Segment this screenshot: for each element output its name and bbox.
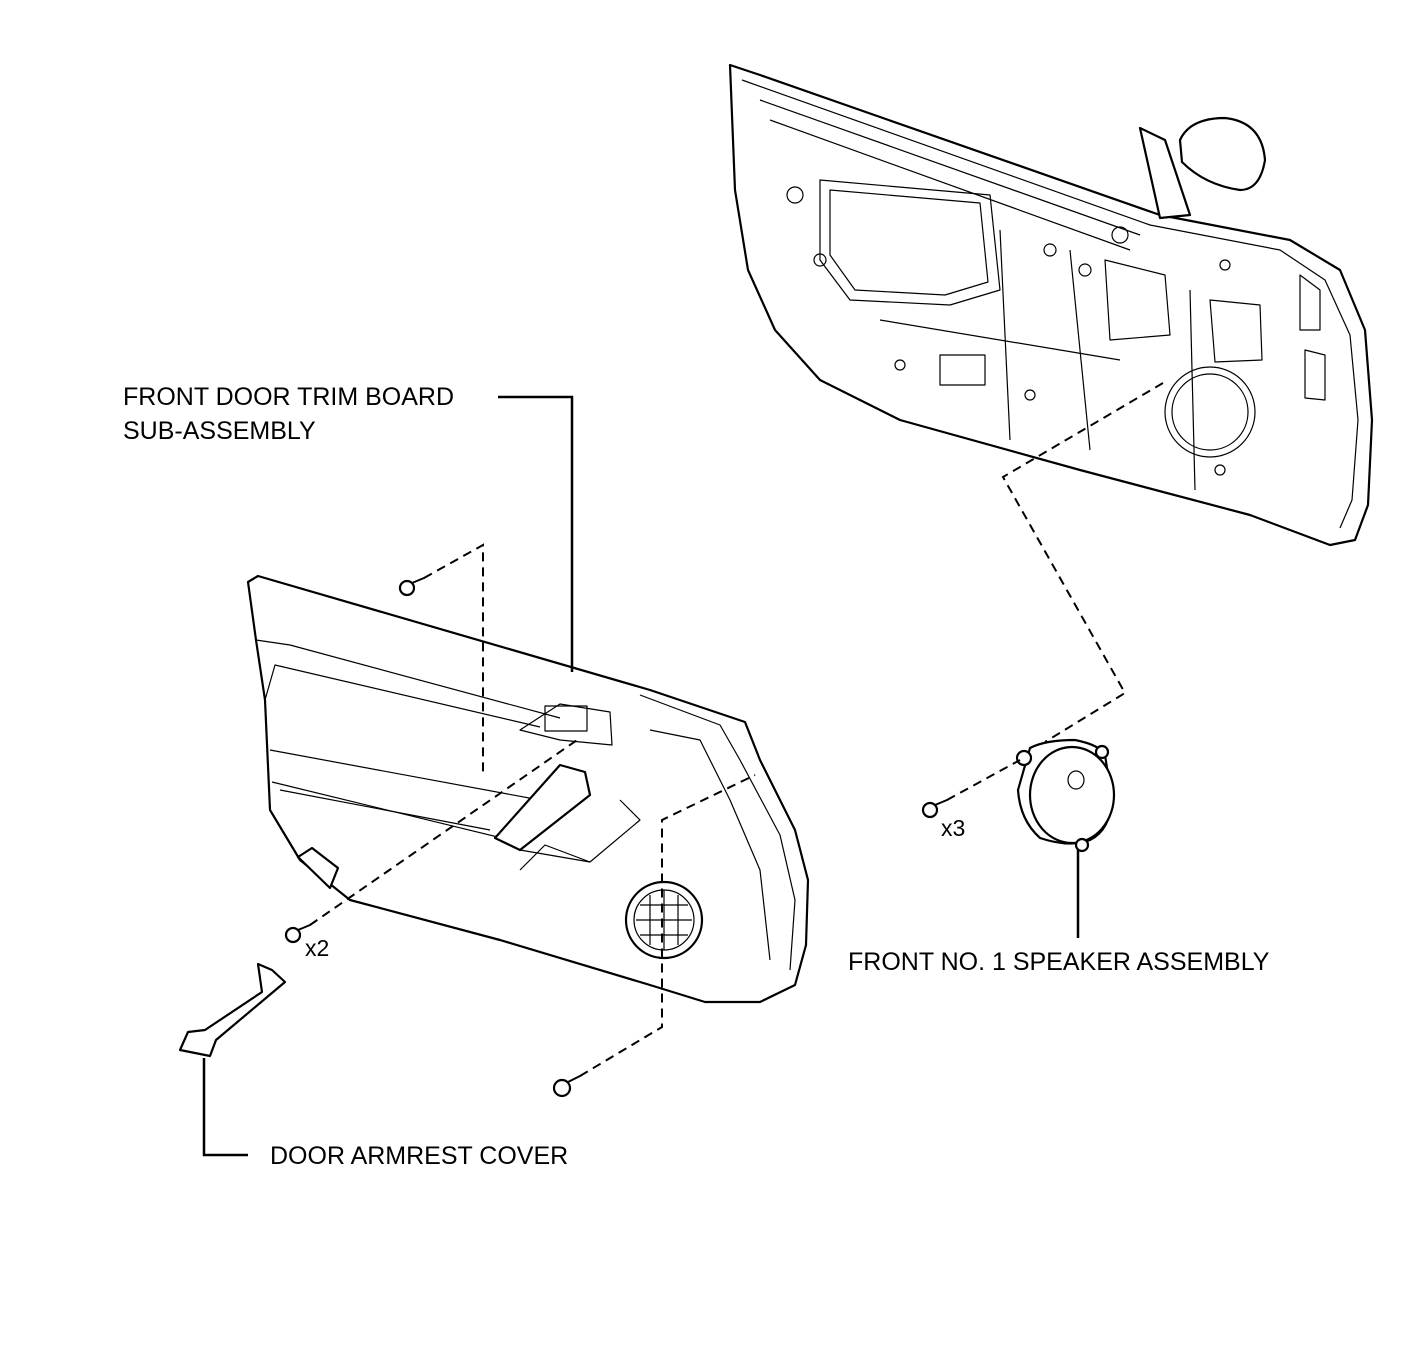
assembly-line-speaker-door xyxy=(1001,382,1164,743)
trim-clip-quantity: x2 xyxy=(305,935,330,961)
armrest-cover-label: DOOR ARMREST COVER xyxy=(270,1142,569,1170)
clip-left xyxy=(284,924,311,944)
speaker-assembly xyxy=(1015,738,1116,853)
armrest-cover-part xyxy=(178,962,287,1058)
trim-board-label-line2: SUB-ASSEMBLY xyxy=(123,417,316,445)
speaker-screw xyxy=(921,799,948,819)
clip-bottom xyxy=(552,1075,581,1098)
leader-armrest-cover xyxy=(202,1058,248,1157)
speaker-screw-quantity: x3 xyxy=(941,815,966,841)
assembly-line-top-clip xyxy=(423,543,484,772)
door-inner-panel xyxy=(728,63,1374,547)
assembly-line-bottom-clip xyxy=(579,774,756,1077)
assembly-line-speaker-screw xyxy=(946,759,1021,801)
clip-top xyxy=(398,577,425,597)
trim-board-label-line1: FRONT DOOR TRIM BOARD xyxy=(123,383,455,411)
trim-board xyxy=(246,574,810,1004)
speaker-label: FRONT NO. 1 SPEAKER ASSEMBLY xyxy=(848,948,1270,976)
leader-trim-board xyxy=(498,395,574,672)
assembly-line-left-clip xyxy=(309,737,581,926)
